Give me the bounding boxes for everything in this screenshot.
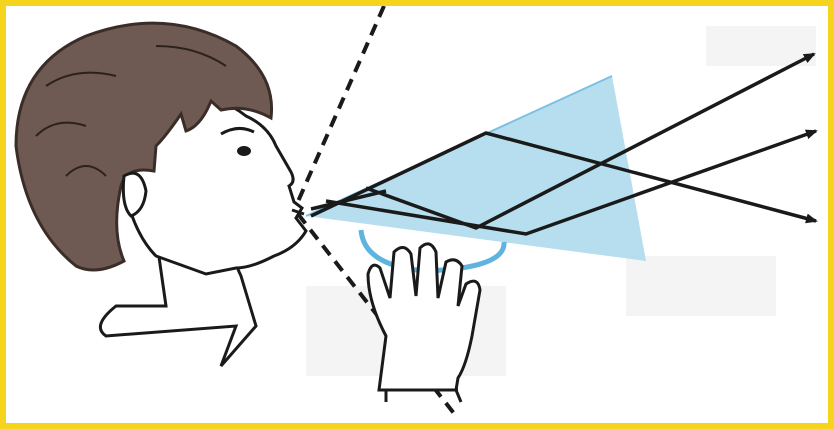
- eye: [237, 146, 251, 156]
- person-speaking-icon: [16, 23, 306, 366]
- hand-icon: [368, 244, 480, 402]
- illustration-canvas: [6, 6, 828, 423]
- sound-reflection-diagram: [6, 6, 828, 423]
